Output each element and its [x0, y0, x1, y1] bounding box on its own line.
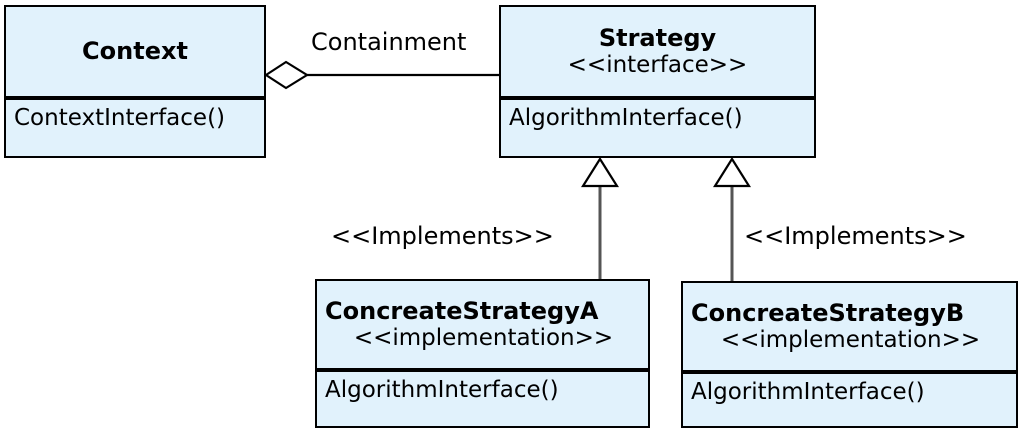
uml-member-context-interface: ContextInterface() [14, 105, 226, 131]
uml-class-header-concreate-strategy-a: ConcreateStrategyA <<implementation>> [317, 281, 648, 372]
uml-class-strategy[interactable]: Strategy <<interface>> AlgorithmInterfac… [499, 5, 816, 158]
uml-class-header-strategy: Strategy <<interface>> [501, 7, 814, 100]
realization-connector-concrete-b[interactable] [713, 156, 751, 281]
uml-class-stereotype-concreate-strategy-b: <<implementation>> [720, 326, 981, 353]
relationship-label-implements-b: <<Implements>> [744, 222, 967, 250]
uml-class-members-context: ContextInterface() [6, 100, 264, 156]
uml-class-name-strategy: Strategy [598, 23, 717, 52]
inheritance-triangle-icon [713, 156, 751, 188]
uml-class-concreate-strategy-b[interactable]: ConcreateStrategyB <<implementation>> Al… [681, 281, 1018, 428]
uml-class-name-concreate-strategy-b: ConcreateStrategyB [691, 298, 965, 327]
uml-class-concreate-strategy-a[interactable]: ConcreateStrategyA <<implementation>> Al… [315, 279, 650, 428]
uml-member-algorithm-interface-b: AlgorithmInterface() [691, 379, 925, 405]
realization-connector-concrete-a[interactable] [581, 156, 619, 279]
uml-class-name-context: Context [82, 37, 188, 66]
uml-class-members-concreate-strategy-a: AlgorithmInterface() [317, 372, 648, 426]
uml-class-stereotype-concreate-strategy-a: <<implementation>> [353, 324, 614, 351]
uml-member-algorithm-interface-a: AlgorithmInterface() [325, 377, 559, 403]
aggregation-connector-context-strategy[interactable] [263, 60, 499, 90]
uml-class-header-concreate-strategy-b: ConcreateStrategyB <<implementation>> [683, 283, 1016, 374]
uml-class-context[interactable]: Context ContextInterface() [4, 5, 266, 158]
uml-class-header-context: Context [6, 7, 264, 100]
uml-class-name-concreate-strategy-a: ConcreateStrategyA [325, 296, 599, 325]
relationship-label-implements-a: <<Implements>> [331, 222, 554, 250]
uml-class-members-strategy: AlgorithmInterface() [501, 100, 814, 156]
relationship-label-containment: Containment [311, 28, 467, 56]
uml-class-members-concreate-strategy-b: AlgorithmInterface() [683, 374, 1016, 426]
aggregation-diamond-icon [263, 60, 310, 90]
inheritance-triangle-icon [581, 156, 619, 188]
uml-member-algorithm-interface-strategy: AlgorithmInterface() [509, 105, 743, 131]
uml-class-stereotype-strategy: <<interface>> [567, 51, 748, 78]
